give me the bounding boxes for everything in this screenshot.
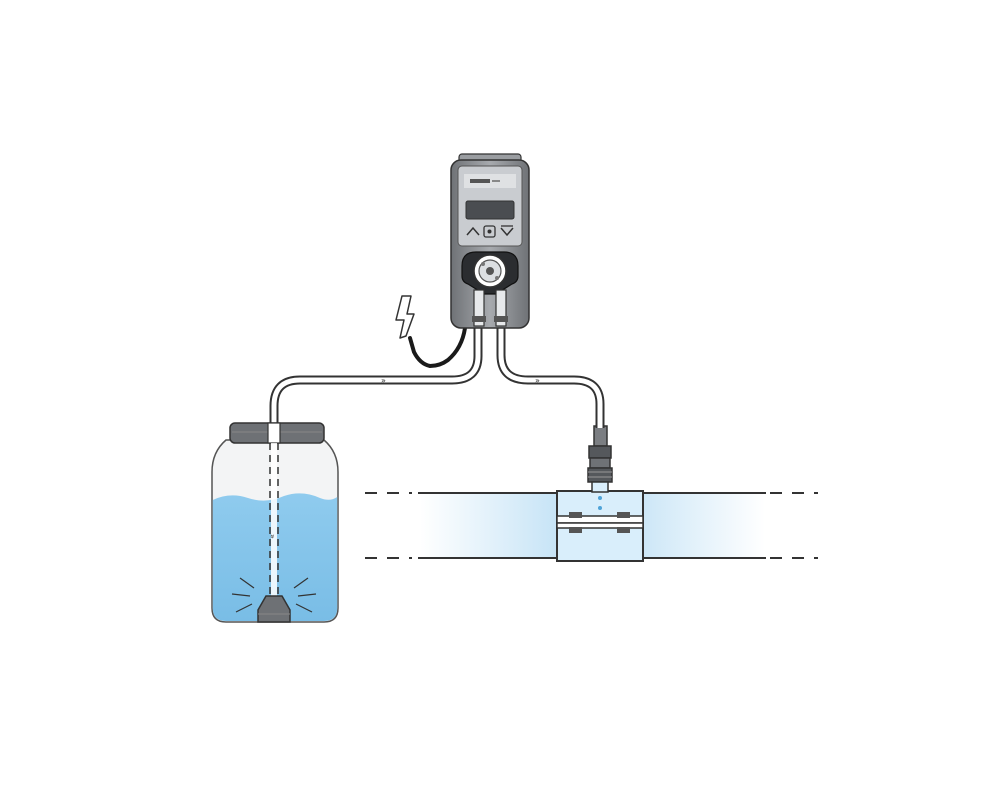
discharge-tube: » bbox=[496, 328, 605, 428]
brand-logo bbox=[470, 179, 490, 183]
peristaltic-pump bbox=[450, 153, 530, 329]
power-cable bbox=[408, 326, 467, 369]
lcd-display bbox=[465, 200, 515, 220]
suction-tube: » bbox=[269, 328, 483, 430]
pump-head bbox=[461, 251, 519, 327]
chemical-tank: » bbox=[211, 422, 339, 623]
injection-saddle bbox=[556, 488, 644, 562]
lightning-bolt-icon bbox=[395, 295, 415, 339]
up-arrow-icon[interactable] bbox=[466, 226, 480, 236]
menu-icon[interactable] bbox=[483, 225, 496, 238]
flow-arrow-icon: » bbox=[381, 376, 386, 385]
down-arrow-icon[interactable] bbox=[500, 225, 514, 237]
injection-valve bbox=[587, 425, 613, 493]
flow-arrow-icon: » bbox=[268, 534, 277, 539]
flow-arrow-icon: » bbox=[535, 376, 540, 385]
